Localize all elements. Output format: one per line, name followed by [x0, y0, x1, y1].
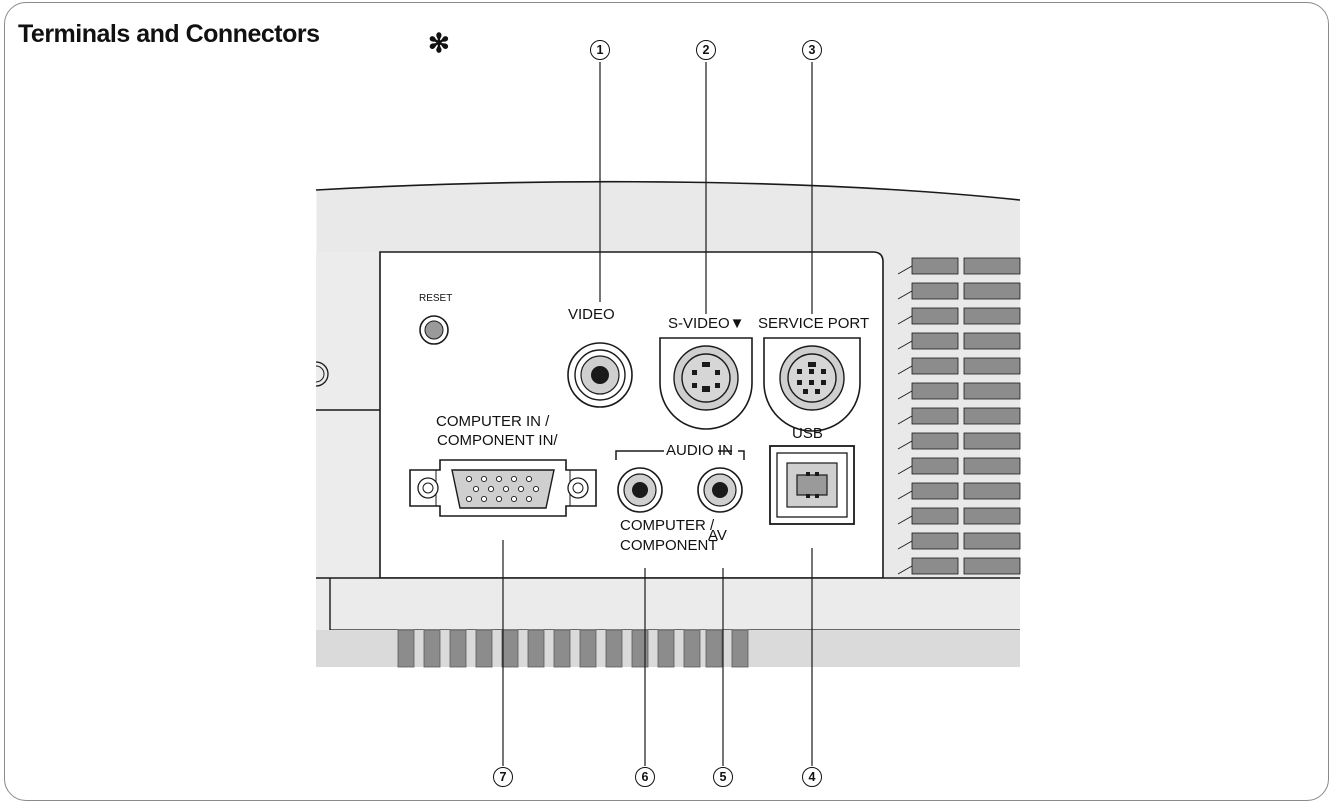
- audio-av-jack: [697, 467, 743, 513]
- computer-in-vga-connector: [409, 459, 597, 517]
- callout-7: 7: [493, 767, 513, 787]
- audio-computer-jack: [617, 467, 663, 513]
- callout-5: 5: [713, 767, 733, 787]
- page-title: Terminals and Connectors: [18, 20, 320, 48]
- usb-jack: [769, 445, 855, 525]
- service-port-label: SERVICE PORT: [758, 315, 870, 332]
- audio-computer-label-line2: COMPONENT: [620, 537, 718, 554]
- audio-av-label: AV: [708, 527, 727, 544]
- audio-in-label: IN: [718, 443, 733, 458]
- audio-label: AUDIO: [666, 442, 714, 459]
- computer-in-label-line2: COMPONENT IN/: [437, 432, 558, 449]
- left-knob-partial: [315, 361, 329, 387]
- usb-label: USB: [792, 425, 823, 442]
- callout-3: 3: [802, 40, 822, 60]
- computer-in-label-line1: COMPUTER IN /: [436, 413, 550, 430]
- asterisk-mark: ✻: [428, 28, 450, 58]
- svideo-jack: [659, 337, 753, 430]
- svideo-label: S-VIDEO▼: [668, 315, 745, 332]
- bottom-vents: [397, 629, 749, 668]
- audio-in-word: IN: [718, 442, 733, 459]
- leader-lines: [502, 62, 813, 766]
- reset-label: RESET: [419, 293, 453, 304]
- diagram-frame: [4, 2, 1329, 801]
- video-jack: [567, 342, 633, 408]
- audio-in-bracket: [615, 450, 745, 460]
- callout-6: 6: [635, 767, 655, 787]
- projector-top-edge: [315, 180, 1021, 201]
- callout-2: 2: [696, 40, 716, 60]
- callout-4: 4: [802, 767, 822, 787]
- callout-1: 1: [590, 40, 610, 60]
- service-port-jack: [763, 337, 861, 432]
- audio-computer-label-line1: COMPUTER /: [620, 517, 715, 534]
- video-label: VIDEO: [568, 306, 615, 323]
